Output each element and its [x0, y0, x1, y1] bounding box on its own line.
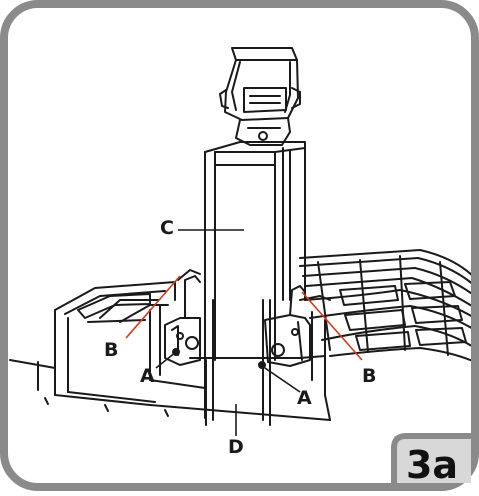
callout-d: D	[228, 436, 244, 458]
callout-b-left: B	[104, 339, 118, 361]
right-basket-rack	[299, 249, 471, 363]
top-latch-handle	[219, 47, 301, 146]
callout-labels: C B A B A D	[104, 217, 376, 458]
callout-c: C	[160, 217, 174, 239]
callout-leaders	[125, 229, 363, 436]
right-clamp-bracket	[258, 285, 311, 369]
figure-badge: 3a	[391, 433, 471, 487]
figure-label: 3a	[406, 443, 458, 487]
leader-b-left	[125, 275, 181, 339]
callout-a-left: A	[140, 365, 155, 387]
callout-b-right: B	[362, 365, 376, 387]
center-column	[204, 141, 306, 361]
leader-a-right	[261, 365, 301, 393]
leader-b-right	[301, 291, 363, 361]
leader-a-left	[155, 351, 177, 369]
callout-a-right: A	[297, 387, 312, 409]
